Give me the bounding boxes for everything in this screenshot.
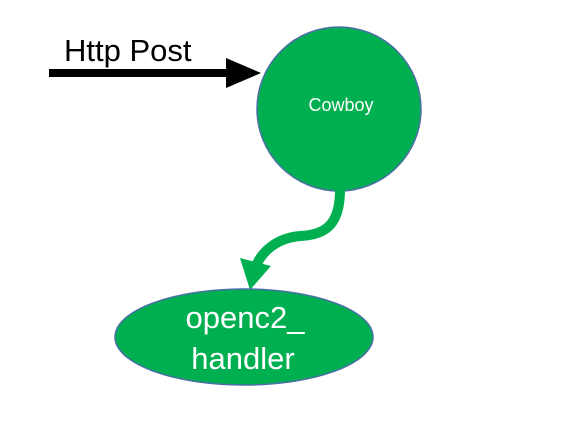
handler-node: openc2_ handler bbox=[114, 288, 374, 386]
connector-arrowhead bbox=[240, 258, 271, 290]
http-post-arrow bbox=[49, 58, 261, 88]
handler-label-line2: handler bbox=[191, 341, 294, 376]
cowboy-node: Cowboy bbox=[256, 26, 422, 192]
cowboy-to-handler-connector bbox=[240, 189, 345, 290]
handler-label-line1: openc2_ bbox=[186, 300, 306, 335]
http-post-label: Http Post bbox=[64, 33, 192, 68]
connector-path bbox=[250, 189, 345, 271]
http-post-arrowhead bbox=[226, 58, 261, 88]
handler-ellipse bbox=[114, 288, 374, 386]
cowboy-label: Cowboy bbox=[308, 95, 373, 115]
